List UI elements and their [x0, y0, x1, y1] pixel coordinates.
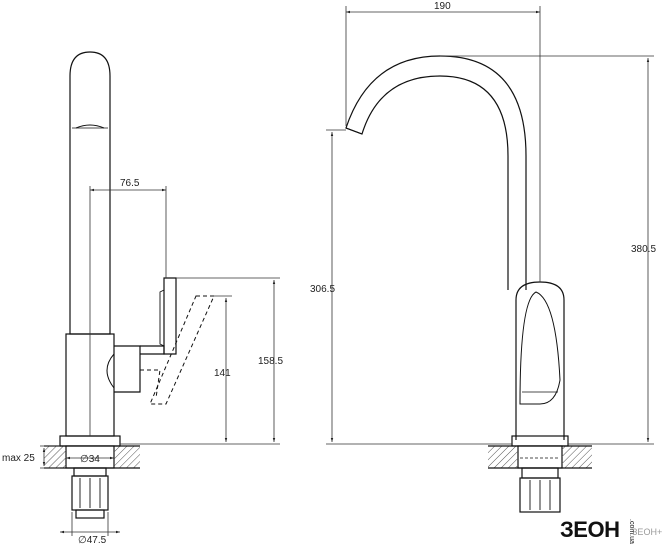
front-dimension-labels: 190 306.5 380.5: [310, 1, 656, 295]
side-body-tube: [69, 51, 111, 335]
dim-base-dia-label: ∅47.5: [78, 535, 107, 546]
side-valve-housing: [65, 333, 141, 437]
front-dimensions: [326, 6, 654, 445]
dim-spout-outlet-height-label: 306.5: [310, 284, 335, 295]
dim-max-deck-label: max 25: [2, 453, 35, 464]
logo-domain: .com.ua: [628, 519, 635, 544]
dim-lever-top-label: 158.5: [258, 356, 283, 367]
side-dimensions: [40, 186, 280, 536]
brand-logo: ЗЕОН .com.ua ЗЕОН+: [560, 517, 662, 544]
dim-shank-dia-label: ∅34: [80, 454, 100, 465]
logo-tail: ЗЕОН+: [632, 527, 662, 537]
front-base: [488, 435, 592, 513]
side-view: [44, 51, 215, 519]
front-gooseneck-spout: [345, 55, 527, 290]
dim-total-height-label: 380.5: [631, 244, 656, 255]
dim-spout-reach-label: 190: [434, 1, 451, 12]
logo-text: ЗЕОН: [560, 517, 619, 542]
dim-reach-label: 76.5: [120, 178, 140, 189]
front-view: [345, 55, 592, 513]
side-lever-handle: [140, 277, 177, 355]
side-lever-open-dashed: [140, 295, 215, 405]
side-base: [44, 435, 140, 519]
front-body: [515, 281, 565, 440]
side-dimension-labels: 76.5 141 158.5 max 25 ∅34 ∅47.5: [2, 178, 283, 546]
dim-lever-height-label: 141: [214, 368, 231, 379]
